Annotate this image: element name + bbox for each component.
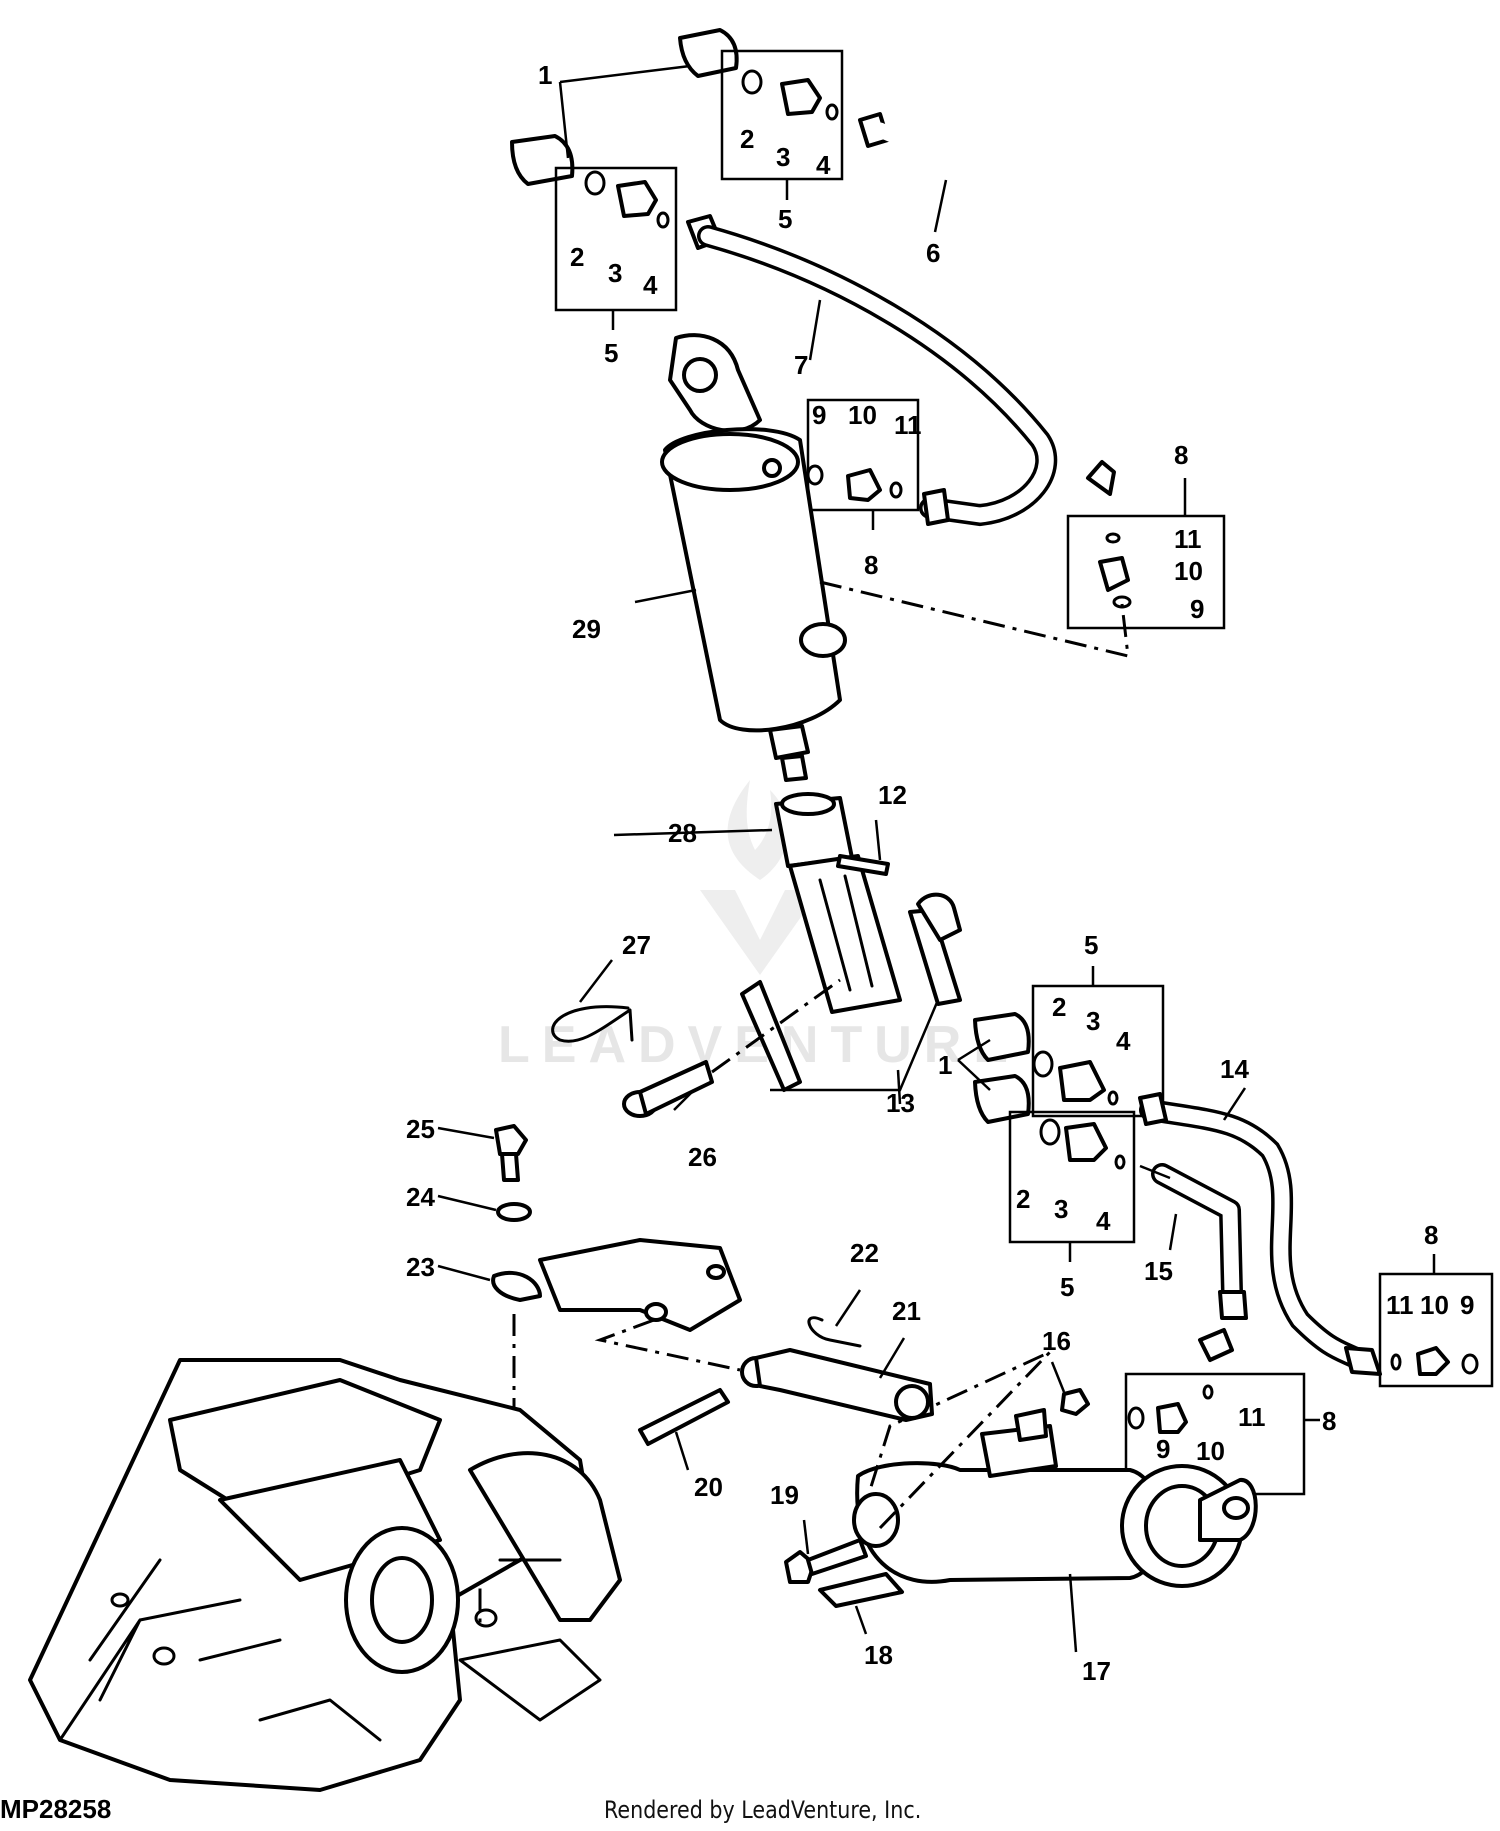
callout-29: 29 (572, 614, 601, 644)
callout-10: 10 (848, 400, 877, 430)
callout-12: 12 (878, 780, 907, 810)
callout-13: 13 (886, 1088, 915, 1118)
callout-5: 5 (1084, 930, 1098, 960)
watermark-text: LEADVENTURE (498, 1016, 1021, 1074)
o-ring-icon (584, 69, 839, 229)
callout-15: 15 (1144, 1256, 1173, 1286)
nut-icon (1060, 1388, 1090, 1416)
kit-box (1378, 1272, 1494, 1388)
callout-4: 4 (816, 150, 831, 180)
callout-20: 20 (694, 1472, 723, 1502)
pin-icon (836, 854, 890, 876)
clevis-icon (774, 792, 902, 1014)
figure-id: MP28258 (0, 1794, 112, 1824)
callout-11: 11 (1174, 524, 1202, 554)
callout-2: 2 (1052, 992, 1066, 1022)
callout-21: 21 (892, 1296, 921, 1326)
callout-4: 4 (1116, 1026, 1131, 1056)
callout-1: 1 (938, 1050, 952, 1080)
callout-10: 10 (1196, 1436, 1225, 1466)
callout-8: 8 (1174, 440, 1188, 470)
fitting-icon (1127, 1384, 1214, 1434)
callout-5: 5 (778, 204, 792, 234)
callout-11: 11 (1238, 1402, 1266, 1432)
callout-7: 7 (794, 350, 808, 380)
callout-11: 11 (1386, 1290, 1414, 1320)
callout-5: 5 (604, 338, 618, 368)
callout-3: 3 (608, 258, 622, 288)
callout-10: 10 (1420, 1290, 1449, 1320)
callout-8: 8 (864, 550, 878, 580)
hydraulic-cylinder-icon (852, 1461, 1258, 1588)
callout-24: 24 (406, 1182, 435, 1212)
spring-clip-icon (551, 1005, 634, 1043)
callout-26: 26 (688, 1142, 717, 1172)
callout-1: 1 (538, 60, 552, 90)
callout-2: 2 (1016, 1184, 1030, 1214)
kit-box (806, 398, 920, 512)
callout-9: 9 (1190, 594, 1204, 624)
callout-19: 19 (770, 1480, 799, 1510)
callout-4: 4 (1096, 1206, 1111, 1236)
callout-25: 25 (406, 1114, 435, 1144)
callout-5: 5 (1060, 1272, 1074, 1302)
callout-9: 9 (1460, 1290, 1474, 1320)
pin-icon (638, 1388, 730, 1446)
callout-18: 18 (864, 1640, 893, 1670)
callout-4: 4 (643, 270, 658, 300)
credit-text: Rendered by LeadVenture, Inc. (604, 1796, 922, 1824)
callout-22: 22 (850, 1238, 879, 1268)
callout-23: 23 (406, 1252, 435, 1282)
callout-11: 11 (894, 410, 922, 440)
callout-8: 8 (1424, 1220, 1438, 1250)
callout-28: 28 (668, 818, 697, 848)
callout-9: 9 (1156, 1434, 1170, 1464)
kit-box (1031, 984, 1165, 1118)
callout-27: 27 (622, 930, 651, 960)
hose-icon (686, 112, 1122, 527)
pin-icon (622, 1060, 714, 1118)
fitting-icon (616, 78, 822, 218)
fitting-icon (846, 468, 1130, 592)
callout-8: 8 (1322, 1406, 1336, 1436)
callout-9: 9 (812, 400, 826, 430)
callout-10: 10 (1174, 556, 1203, 586)
kit-box (1008, 1110, 1136, 1244)
callout-3: 3 (1054, 1194, 1068, 1224)
hydraulic-cylinder-icon (660, 333, 847, 782)
hose-icon (1138, 1092, 1382, 1376)
lift-arm-icon (740, 1348, 934, 1422)
bracket-icon (740, 892, 962, 1092)
callout-6: 6 (926, 238, 940, 268)
leadventure-logo-icon (700, 780, 820, 975)
callout-17: 17 (1082, 1656, 1111, 1686)
bolt-icon (494, 1124, 528, 1182)
washer-icon (496, 1202, 532, 1222)
fitting-icon (510, 28, 739, 186)
fitting-icon (1390, 1346, 1479, 1376)
spring-clip-icon (807, 1316, 862, 1348)
callout-2: 2 (740, 124, 754, 154)
spacer-plate-icon (818, 1572, 904, 1608)
kit-box (1066, 514, 1226, 630)
mounting-bracket-icon (980, 1408, 1058, 1478)
callout-3: 3 (776, 142, 790, 172)
kit-box (720, 49, 844, 181)
callout-14: 14 (1220, 1054, 1249, 1084)
callout-3: 3 (1086, 1006, 1100, 1036)
callout-2: 2 (570, 242, 584, 272)
bolt-icon (784, 1538, 868, 1584)
callout-16: 16 (1042, 1326, 1071, 1356)
transmission-housing-icon (28, 1358, 622, 1792)
kit-box (554, 166, 678, 312)
mounting-bracket-icon (491, 1238, 742, 1332)
